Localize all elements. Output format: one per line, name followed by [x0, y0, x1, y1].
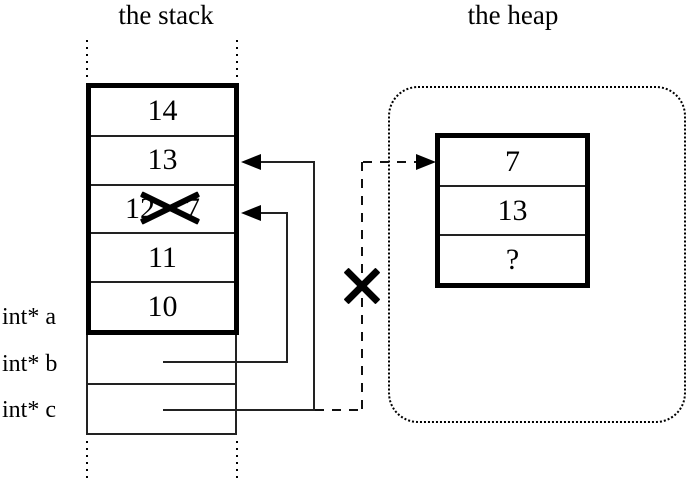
heap-title: the heap — [467, 0, 559, 30]
stack-frame-box: 14 13 12 7 11 10 — [86, 83, 239, 335]
arrowhead-left-icon — [241, 205, 261, 221]
stack-cell-11: 11 — [91, 232, 234, 281]
pointer-label-c: int* c — [2, 397, 56, 423]
heap-cell-unknown: ? — [440, 234, 585, 283]
stack-cell-value: 10 — [147, 289, 178, 323]
dashed-pointer-line-top — [363, 161, 418, 163]
heap-cell-13: 13 — [440, 185, 585, 234]
heap-cell-value: 7 — [505, 144, 520, 178]
stack-dotted-line-top-left — [86, 40, 88, 82]
pointer-b-line-into-cell — [258, 212, 288, 214]
pointer-b-line-vertical — [286, 212, 288, 363]
pointer-label-a: int* a — [2, 304, 56, 330]
heap-cell-value: ? — [505, 242, 520, 276]
pointer-b-line-horizontal — [163, 361, 288, 363]
heap-cell-value: 13 — [497, 193, 528, 227]
severed-pointer-cross-icon — [343, 267, 381, 305]
crossed-out-value: 12 — [125, 191, 201, 226]
pointer-cell-c — [88, 383, 235, 433]
arrowhead-right-icon — [416, 154, 436, 170]
stack-cell-value: 11 — [148, 240, 177, 274]
stack-dotted-line-bottom-left — [86, 441, 88, 478]
heap-region-outline — [388, 86, 686, 423]
arrowhead-left-icon — [241, 154, 261, 170]
pointer-cell-b — [88, 335, 235, 383]
stack-cell-value: 13 — [147, 143, 178, 177]
stack-cell-12-overwritten: 12 7 — [91, 183, 234, 233]
stack-pointer-cells-box — [86, 335, 237, 435]
stack-cell-13: 13 — [91, 134, 234, 184]
stack-cell-10: 10 — [91, 281, 234, 330]
stack-dotted-line-top-right — [236, 40, 238, 82]
pointer-c-line-into-cell — [258, 161, 315, 163]
pointer-c-line-horizontal — [163, 409, 315, 411]
pointer-label-b: int* b — [2, 351, 58, 377]
dashed-pointer-line-bottom — [315, 409, 362, 411]
pointer-c-line-vertical — [313, 161, 315, 411]
heap-object-box: 7 13 ? — [435, 133, 590, 288]
stack-cell-14: 14 — [91, 88, 234, 135]
stack-dotted-line-bottom-right — [236, 441, 238, 478]
heap-cell-7: 7 — [440, 138, 585, 185]
stack-title: the stack — [118, 0, 214, 30]
stack-cell-value: 14 — [147, 94, 178, 128]
